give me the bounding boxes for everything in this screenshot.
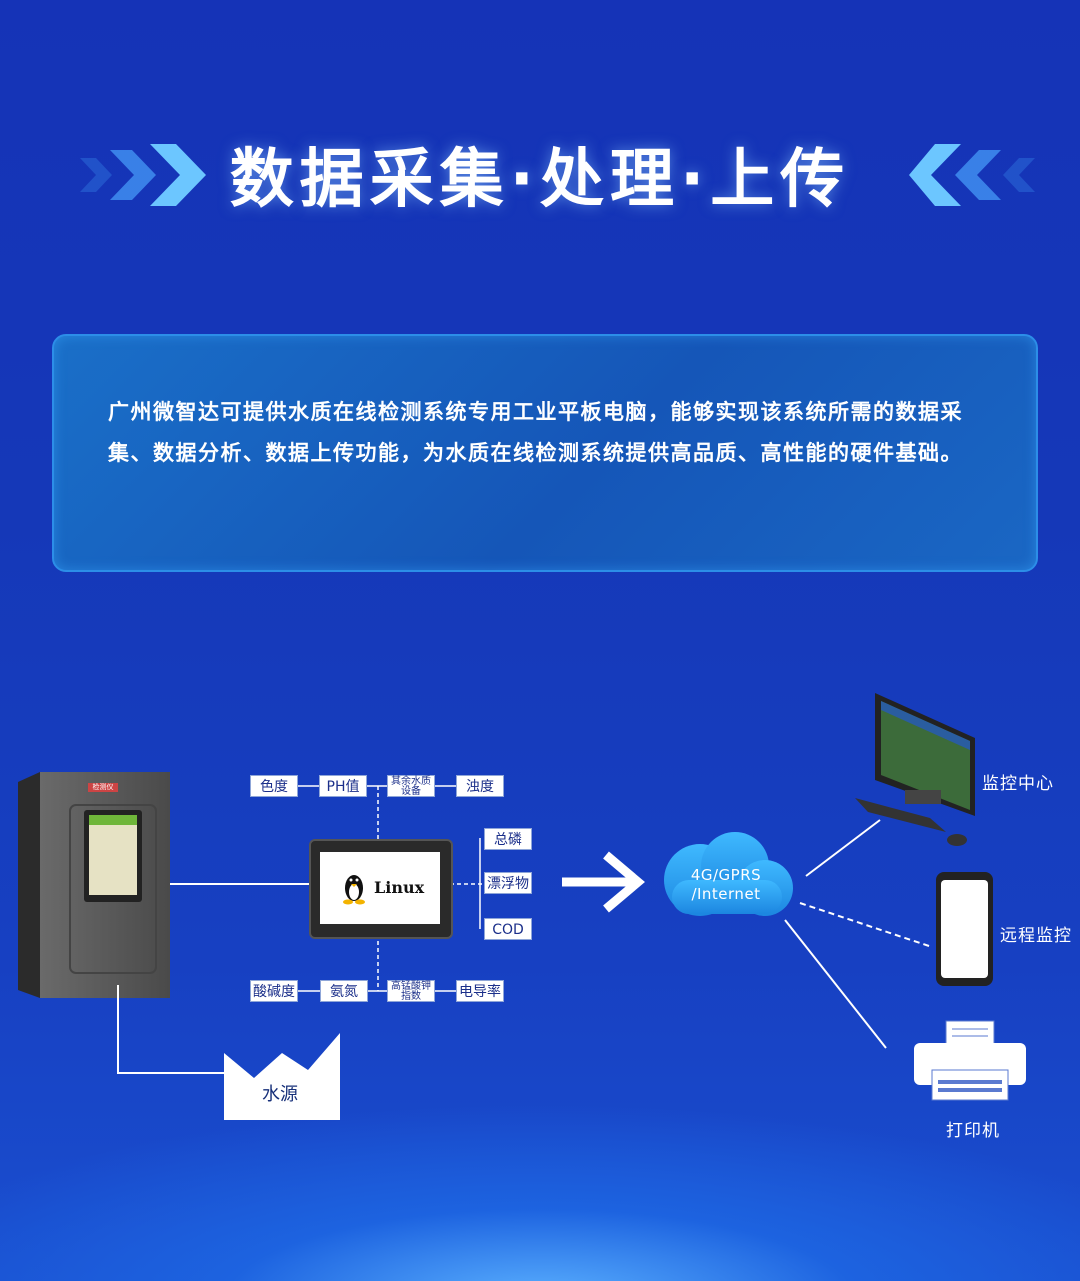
intro-panel: 广州微智达可提供水质在线检测系统专用工业平板电脑，能够实现该系统所需的数据采集、… [52, 334, 1038, 572]
sensor-ph: PH值 [319, 775, 367, 797]
sensor-cod: COD [484, 918, 532, 940]
left-chevrons-icon [80, 144, 206, 206]
sensor-ammonia: 氨氮 [320, 980, 368, 1002]
printer-label: 打印机 [946, 1121, 1000, 1141]
computer-icon [855, 693, 975, 846]
cloud-icon [664, 832, 793, 916]
cabinet-icon [18, 772, 170, 998]
page-title: 数据采集·处理·上传 [229, 143, 851, 217]
network-label: 4G/GPRS /Internet [690, 866, 762, 903]
right-chevrons-icon [909, 144, 1035, 206]
arrow-right-icon [562, 851, 645, 913]
remote-monitor-label: 远程监控 [1000, 926, 1072, 946]
sensor-total-phosphorus: 总磷 [484, 828, 532, 850]
sensor-turbidity: 浊度 [456, 775, 504, 797]
sensor-other: 其余水质设备 [387, 775, 435, 797]
sensor-acidity: 酸碱度 [250, 980, 298, 1002]
sensor-floating: 漂浮物 [484, 872, 532, 894]
intro-text: 广州微智达可提供水质在线检测系统专用工业平板电脑，能够实现该系统所需的数据采集、… [108, 400, 963, 465]
sensor-conductivity: 电导率 [456, 980, 504, 1002]
tablet-os-label: Linux [374, 878, 425, 897]
phone-icon [936, 872, 993, 986]
water-source-label: 水源 [262, 1084, 298, 1105]
tablet-icon [309, 839, 453, 939]
printer-icon [914, 1020, 1026, 1101]
sensor-chroma: 色度 [250, 775, 298, 797]
cabinet-label: 检测仪 [92, 783, 114, 791]
sensor-permanganate: 高锰酸钾指数 [387, 980, 435, 1002]
water-source-icon [224, 1033, 340, 1120]
monitor-center-label: 监控中心 [982, 774, 1054, 794]
